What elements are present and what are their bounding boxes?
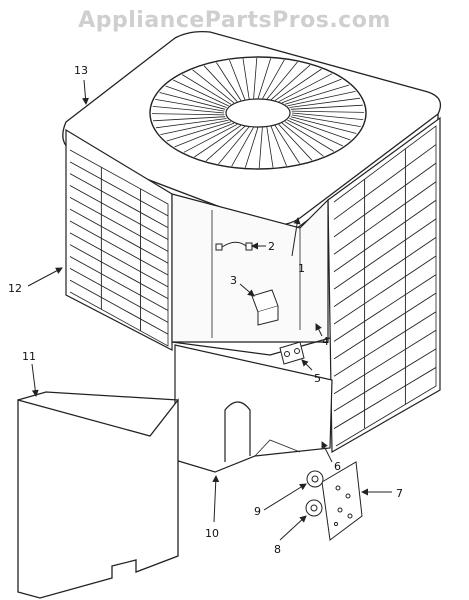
callout-12: 12 (8, 282, 22, 295)
callout-3: 3 (230, 274, 237, 287)
mounting-plate (321, 461, 363, 541)
watermark-text: AppliancePartsPros.com (78, 8, 391, 33)
fan-grille (149, 56, 367, 170)
callout-13: 13 (74, 64, 88, 77)
leader-lines (27, 79, 392, 541)
valve-flange-lower (305, 499, 323, 517)
callout-1: 1 (298, 262, 305, 275)
callout-5: 5 (314, 372, 321, 385)
valve-flange-upper (306, 470, 324, 488)
service-valve (279, 341, 305, 365)
contactor-bracket (251, 289, 279, 326)
left-coil-panel (65, 128, 173, 351)
callout-6: 6 (334, 460, 341, 473)
access-panel (17, 391, 179, 599)
base-pan (174, 344, 333, 473)
callout-9: 9 (254, 505, 261, 518)
callout-10: 10 (205, 527, 219, 540)
callout-7: 7 (396, 487, 403, 500)
callout-labels: 13 1 2 3 4 5 6 7 8 9 10 11 12 (8, 64, 403, 556)
right-coil-panel (327, 116, 441, 454)
callout-2: 2 (268, 240, 275, 253)
callout-8: 8 (274, 543, 281, 556)
callout-4: 4 (322, 335, 329, 348)
callout-11: 11 (22, 350, 36, 363)
